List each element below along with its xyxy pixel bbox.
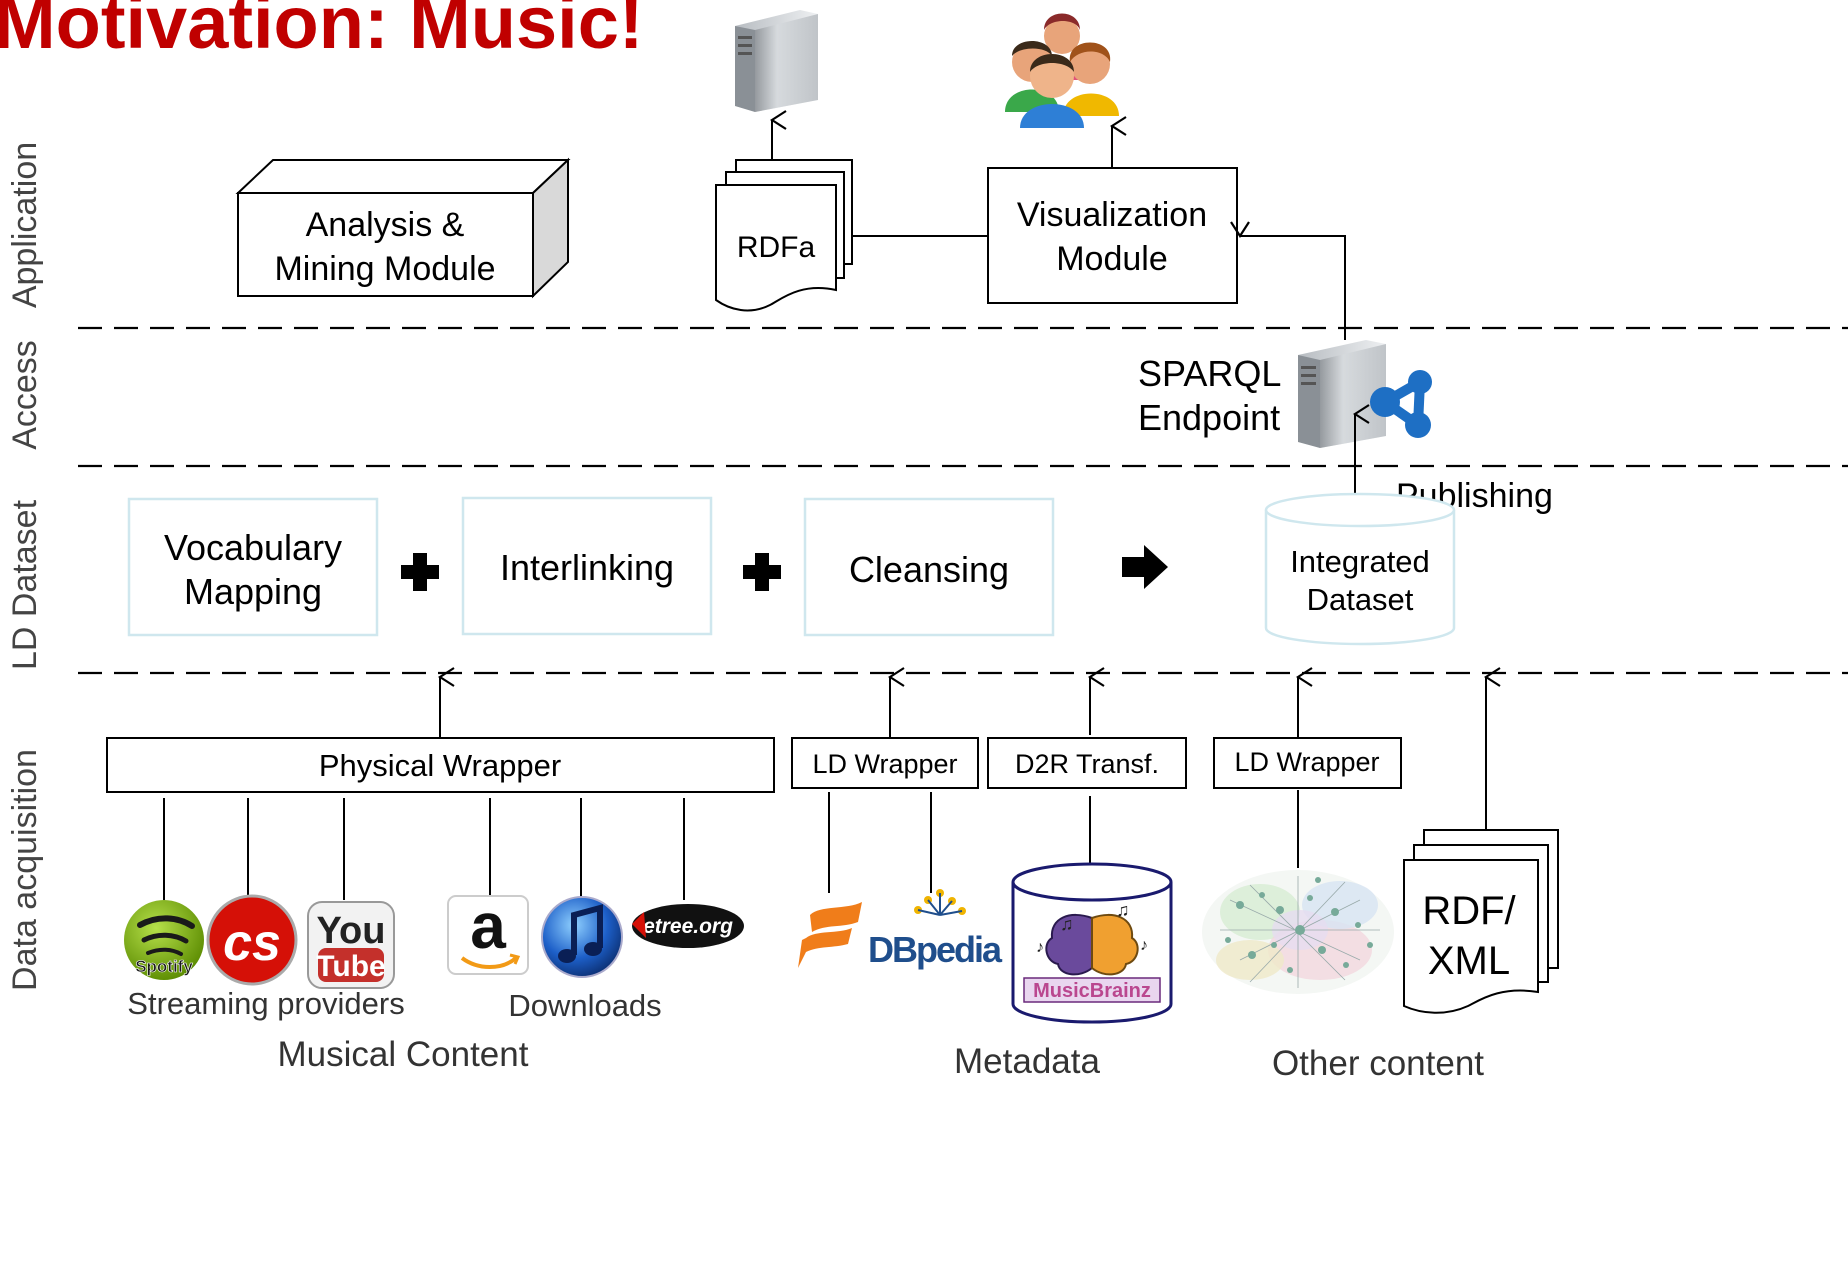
users-icon <box>1005 13 1119 128</box>
rdfxml-label-line1: RDF/ <box>1422 889 1516 933</box>
visualization-module <box>987 167 1238 304</box>
sparql-logo-icon <box>1370 370 1432 438</box>
rdfa-label: RDFa <box>737 231 816 264</box>
arrow-sparql-to-visualization <box>1240 236 1346 340</box>
sparql-label-line2: Endpoint <box>1138 397 1280 438</box>
lastfm-logo-icon: cs <box>206 894 298 986</box>
layer-label-application: Application <box>6 142 44 308</box>
vocabulary-label-line2: Mapping <box>184 571 322 612</box>
physical-wrapper-box <box>106 737 775 793</box>
rdfa-document: RDFa <box>715 159 853 312</box>
amazon-wordmark: a <box>470 890 506 962</box>
etree-wordmark: etree.org <box>643 915 733 938</box>
spotify-logo-icon: Spotify <box>124 900 204 980</box>
svg-text:♫: ♫ <box>1116 900 1130 920</box>
rdfxml-document <box>1403 829 1559 1014</box>
integrated-dataset-cylinder <box>1264 492 1456 646</box>
ld-wrapper-box-1 <box>791 737 979 789</box>
musicbrainz-wordmark: MusicBrainz <box>1033 980 1151 1002</box>
rdfxml-label-line2: XML <box>1428 939 1510 983</box>
layer-label-access: Access <box>6 340 44 450</box>
right-arrow-icon <box>1122 545 1168 589</box>
source-connectors <box>163 790 1299 900</box>
plus-icon-2 <box>743 553 781 591</box>
svg-text:♪: ♪ <box>1140 937 1148 954</box>
svg-text:♫: ♫ <box>1060 914 1074 934</box>
physical-wrapper-label: Physical Wrapper <box>319 748 561 783</box>
visualization-label-line2: Module <box>1056 240 1168 278</box>
metadata-caption: Metadata <box>954 1042 1100 1081</box>
svg-text:♪: ♪ <box>1036 939 1044 956</box>
downloads-caption: Downloads <box>508 988 661 1023</box>
amazon-logo-icon: a <box>447 890 529 975</box>
visualization-label-line1: Visualization <box>1017 196 1207 234</box>
integrated-label-line2: Dataset <box>1307 582 1414 617</box>
analysis-mining-module: Analysis & Mining Module <box>235 157 571 299</box>
musicbrainz-logo-icon: ♫ ♫ ♪ ♪ MusicBrainz <box>1023 900 1161 1003</box>
dbpedia-logo-icon: DBpedia <box>868 889 1005 970</box>
ld-wrapper-box-2 <box>1213 737 1402 789</box>
interlinking-label: Interlinking <box>500 547 674 588</box>
youtube-wordmark-you: You <box>317 910 386 952</box>
other-content-caption: Other content <box>1272 1044 1484 1083</box>
web-server-icon <box>735 10 818 112</box>
ld-wrapper-label-1: LD Wrapper <box>812 749 957 779</box>
vocabulary-mapping-box <box>127 497 379 637</box>
cleansing-label: Cleansing <box>849 549 1009 590</box>
youtube-logo-icon: You Tube <box>307 901 395 989</box>
sparql-label-line1: SPARQL <box>1138 353 1281 394</box>
interlinking-box <box>461 496 713 636</box>
vocabulary-label-line1: Vocabulary <box>164 527 342 568</box>
freebase-logo-icon <box>798 902 862 968</box>
integrated-label-line1: Integrated <box>1290 544 1430 579</box>
lod-cloud-icon <box>1202 870 1394 994</box>
youtube-wordmark-tube: Tube <box>316 950 385 983</box>
analysis-label-line1: Analysis & <box>306 206 465 244</box>
itunes-logo-icon <box>541 896 623 978</box>
page-title: Motivation: Music! <box>0 0 644 64</box>
plus-icon-1 <box>401 553 439 591</box>
analysis-label-line2: Mining Module <box>274 250 495 288</box>
spotify-wordmark: Spotify <box>135 957 193 976</box>
streaming-providers-caption: Streaming providers <box>127 986 404 1021</box>
dbpedia-wordmark: DBpedia <box>868 929 1003 970</box>
cleansing-box <box>803 497 1055 637</box>
ld-wrapper-label-2: LD Wrapper <box>1234 747 1379 777</box>
layer-label-ld-dataset: LD Dataset <box>6 499 44 670</box>
d2r-label: D2R Transf. <box>1015 749 1159 779</box>
svg-text:cs: cs <box>223 914 281 972</box>
etree-logo-icon: etree.org <box>632 904 744 948</box>
musical-content-caption: Musical Content <box>278 1035 529 1074</box>
d2r-box <box>987 737 1187 789</box>
layer-label-data-acquisition: Data acquisition <box>6 749 44 991</box>
